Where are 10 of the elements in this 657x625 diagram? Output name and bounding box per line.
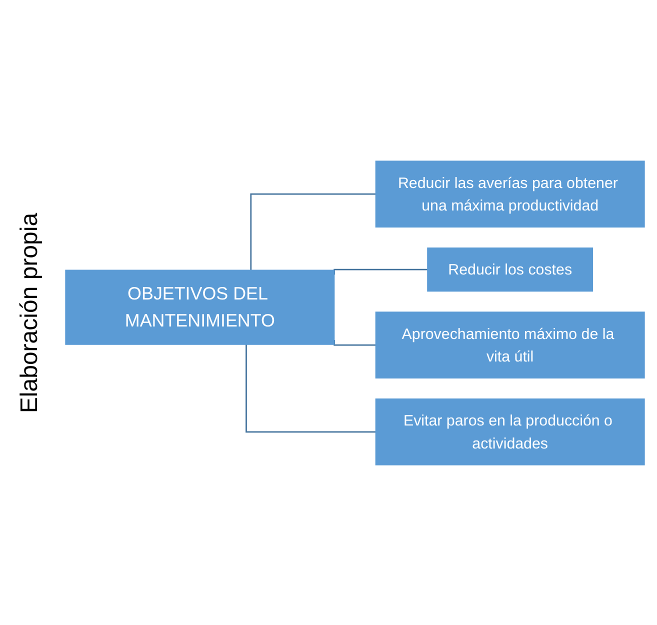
connector xyxy=(246,344,376,432)
connector xyxy=(334,340,376,346)
note-text: Elaboración propia xyxy=(16,212,44,413)
node-box: Aprovechamiento máximo de la vita útil xyxy=(375,311,645,378)
node-box: Reducir las averías para obtener una máxima productividad xyxy=(375,160,645,228)
node-box: OBJETIVOS DEL MANTENIMIENTO xyxy=(65,269,335,344)
node-box: Evitar paros en la producción o actividades xyxy=(375,398,645,465)
connector xyxy=(334,268,428,274)
node-box: Reducir los costes xyxy=(427,247,594,292)
connector xyxy=(250,192,376,270)
